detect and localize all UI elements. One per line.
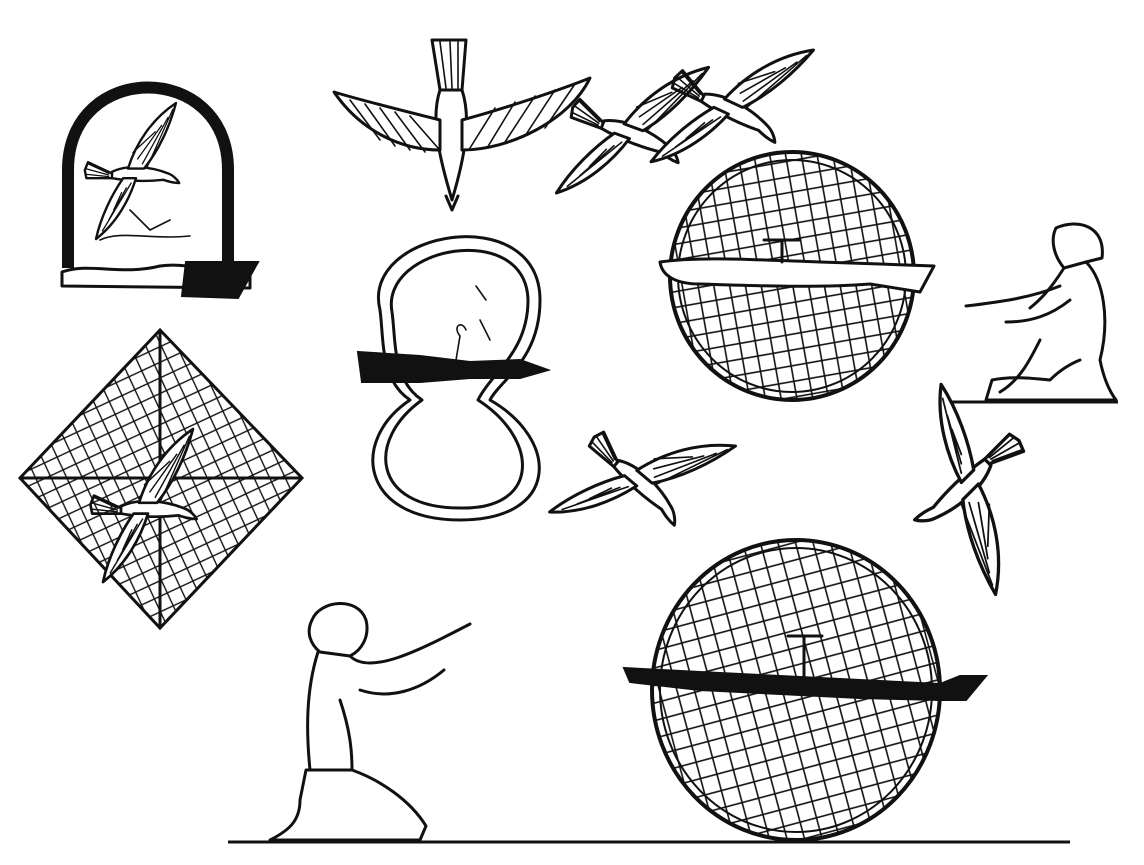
seated-fowler-icon [940,222,1118,404]
flying-bird-icon [537,371,741,581]
round-net-trap-top-icon [658,150,936,402]
spread-wing-bird-icon [332,38,592,212]
kneeling-fowler-icon [268,602,472,842]
round-net-trap-bottom-icon [622,538,989,842]
arched-trap-with-bird-icon [60,81,260,300]
oval-clap-trap-icon [356,235,552,522]
flying-bird-icon [858,371,1086,600]
diamond-net-with-bird-icon [17,327,305,631]
